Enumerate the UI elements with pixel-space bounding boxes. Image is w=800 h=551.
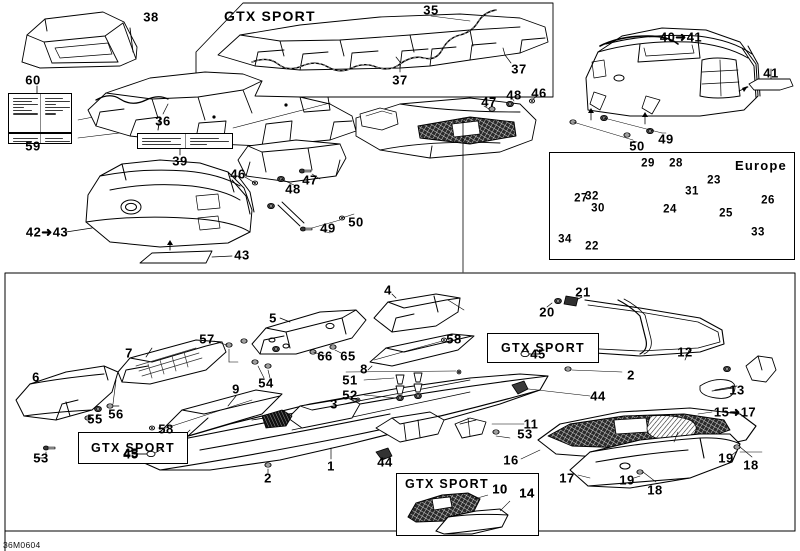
lower-callout-18-30: 18 [647, 482, 663, 498]
upper-callout-4243-18: 42➜43 [25, 224, 69, 240]
lower-callout-66-6: 66 [317, 348, 333, 364]
europe-inset-title: Europe [735, 158, 787, 173]
gtx-box-1014-item-10: 10 [492, 481, 508, 497]
lower-callout-12-10: 12 [677, 344, 693, 360]
upper-callout-49-20: 49 [320, 220, 336, 236]
europe-callout-30-7: 30 [591, 202, 605, 215]
lower-callout-44-17: 44 [590, 388, 606, 404]
lower-callout-55-20: 55 [87, 411, 103, 427]
lower-callout-1517-23: 15➜17 [713, 404, 757, 420]
upper-callout-37-7: 37 [511, 61, 527, 77]
lower-callout-58-5: 58 [446, 331, 462, 347]
lower-callout-45-26: 45 [123, 445, 139, 461]
lower-callout-8-11: 8 [360, 361, 368, 377]
europe-callout-25-9: 25 [719, 207, 733, 220]
lower-callout-20-1: 20 [539, 304, 555, 320]
lower-callout-17-28: 17 [559, 470, 575, 486]
europe-callout-33-12: 33 [751, 226, 765, 239]
europe-callout-23-3: 23 [707, 174, 721, 187]
upper-callout-43-19: 43 [234, 247, 250, 263]
upper-callout-50-21: 50 [348, 214, 364, 230]
europe-inset-box [549, 152, 795, 260]
gtx-sport-1014-artwork [407, 492, 511, 535]
upper-callout-47-10: 47 [481, 94, 497, 110]
upper-callout-59-5: 59 [25, 138, 41, 154]
gtx-sport-box-1014-title: GTX SPORT [405, 477, 489, 491]
decal-59 [8, 133, 72, 144]
europe-callout-22-11: 22 [585, 240, 599, 253]
gtx-sport-box-center-title: GTX SPORT [501, 341, 585, 355]
gtx-box-1014-item-14: 14 [519, 485, 535, 501]
gtx-box-center-item-45: 45 [530, 346, 546, 362]
gtx-45-clip-center [520, 350, 541, 358]
lower-callout-11-24: 11 [523, 416, 539, 432]
lower-callout-53-25: 53 [517, 426, 533, 442]
lower-callout-21-2: 21 [575, 284, 591, 300]
europe-callout-27-4: 27 [574, 192, 588, 205]
europe-callout-29-1: 29 [641, 157, 655, 170]
upper-callout-38-0: 38 [143, 9, 159, 25]
lower-callout-65-7: 65 [340, 348, 356, 364]
upper-callout-4041-2: 40➜41 [659, 29, 703, 45]
upper-callout-50-13: 50 [629, 138, 645, 154]
lower-callout-10-37: 10 [492, 481, 508, 497]
lower-callout-52-13: 52 [342, 387, 358, 403]
sheet-code: 36M0604 [3, 540, 41, 550]
lower-callout-9-19: 9 [232, 381, 240, 397]
decal-60 [8, 93, 72, 133]
decal-39 [137, 133, 233, 149]
upper-callout-39-9: 39 [172, 153, 188, 169]
lower-callout-1-34: 1 [327, 458, 335, 474]
lower-callout-13-15: 13 [729, 382, 745, 398]
lower-callout-4-0: 4 [384, 282, 392, 298]
europe-callout-32-0: 32 [585, 190, 599, 203]
lower-callout-18-32: 18 [743, 457, 759, 473]
europe-callout-28-2: 28 [669, 157, 683, 170]
europe-callout-34-10: 34 [558, 233, 572, 246]
gtx-45-clip-left [134, 448, 163, 458]
upper-callout-47-17: 47 [302, 172, 318, 188]
europe-callout-26-6: 26 [761, 194, 775, 207]
lower-callout-53-33: 53 [33, 450, 49, 466]
europe-callout-31-5: 31 [685, 185, 699, 198]
lower-callout-16-27: 16 [503, 452, 519, 468]
upper-callout-46-12: 46 [531, 85, 547, 101]
gtx-sport-label-upper: GTX SPORT [224, 8, 316, 24]
lower-callout-54-14: 54 [258, 375, 274, 391]
lower-callout-51-12: 51 [342, 372, 358, 388]
upper-callout-37-8: 37 [392, 72, 408, 88]
lower-callout-57-4: 57 [199, 331, 215, 347]
lower-callout-14-38: 14 [519, 485, 535, 501]
lower-callout-7-8: 7 [125, 345, 133, 361]
upper-callout-46-15: 46 [230, 166, 246, 182]
upper-callout-48-16: 48 [285, 181, 301, 197]
lower-callout-6-9: 6 [32, 369, 40, 385]
lower-callout-3-16: 3 [330, 396, 338, 412]
upper-callout-49-14: 49 [658, 131, 674, 147]
lower-callout-2-18: 2 [627, 367, 635, 383]
lower-callout-19-31: 19 [718, 450, 734, 466]
lower-callout-5-3: 5 [269, 310, 277, 326]
upper-callout-36-6: 36 [155, 113, 171, 129]
upper-callout-48-11: 48 [506, 87, 522, 103]
gtx-sport-box-45-center: GTX SPORT [487, 333, 599, 363]
upper-callout-35-1: 35 [423, 2, 439, 18]
upper-callout-41-3: 41 [763, 65, 779, 81]
lower-callout-2-36: 2 [264, 470, 272, 486]
europe-callout-24-8: 24 [663, 203, 677, 216]
upper-callout-60-4: 60 [25, 72, 41, 88]
lower-callout-44-35: 44 [377, 454, 393, 470]
lower-callout-56-21: 56 [108, 406, 124, 422]
lower-callout-58-22: 58 [158, 421, 174, 437]
lower-callout-19-29: 19 [619, 472, 635, 488]
gtx-box-left-item-45: 45 [123, 446, 139, 462]
